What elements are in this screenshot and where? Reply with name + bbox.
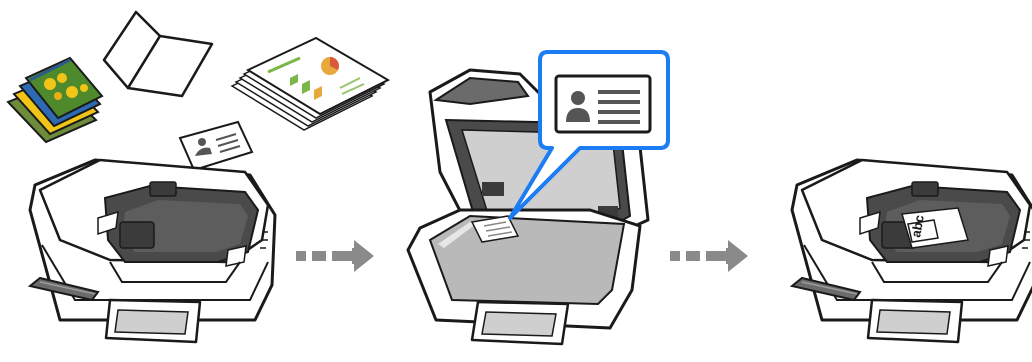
- photo-stack-icon: [8, 58, 102, 142]
- flow-arrow-2: [670, 240, 748, 272]
- flow-arrow-1: [296, 240, 374, 272]
- step-1-originals-to-adf: [8, 12, 388, 342]
- document-stack-icon: [232, 38, 388, 130]
- id-card-icon: [180, 122, 252, 170]
- step-2-card-on-glass: [408, 52, 668, 344]
- id-card-in-adf-icon: abc: [902, 208, 968, 248]
- scanner-adf-icon: [30, 160, 275, 342]
- booklet-icon: [104, 12, 212, 96]
- step-3-card-in-adf: abc: [792, 160, 1032, 342]
